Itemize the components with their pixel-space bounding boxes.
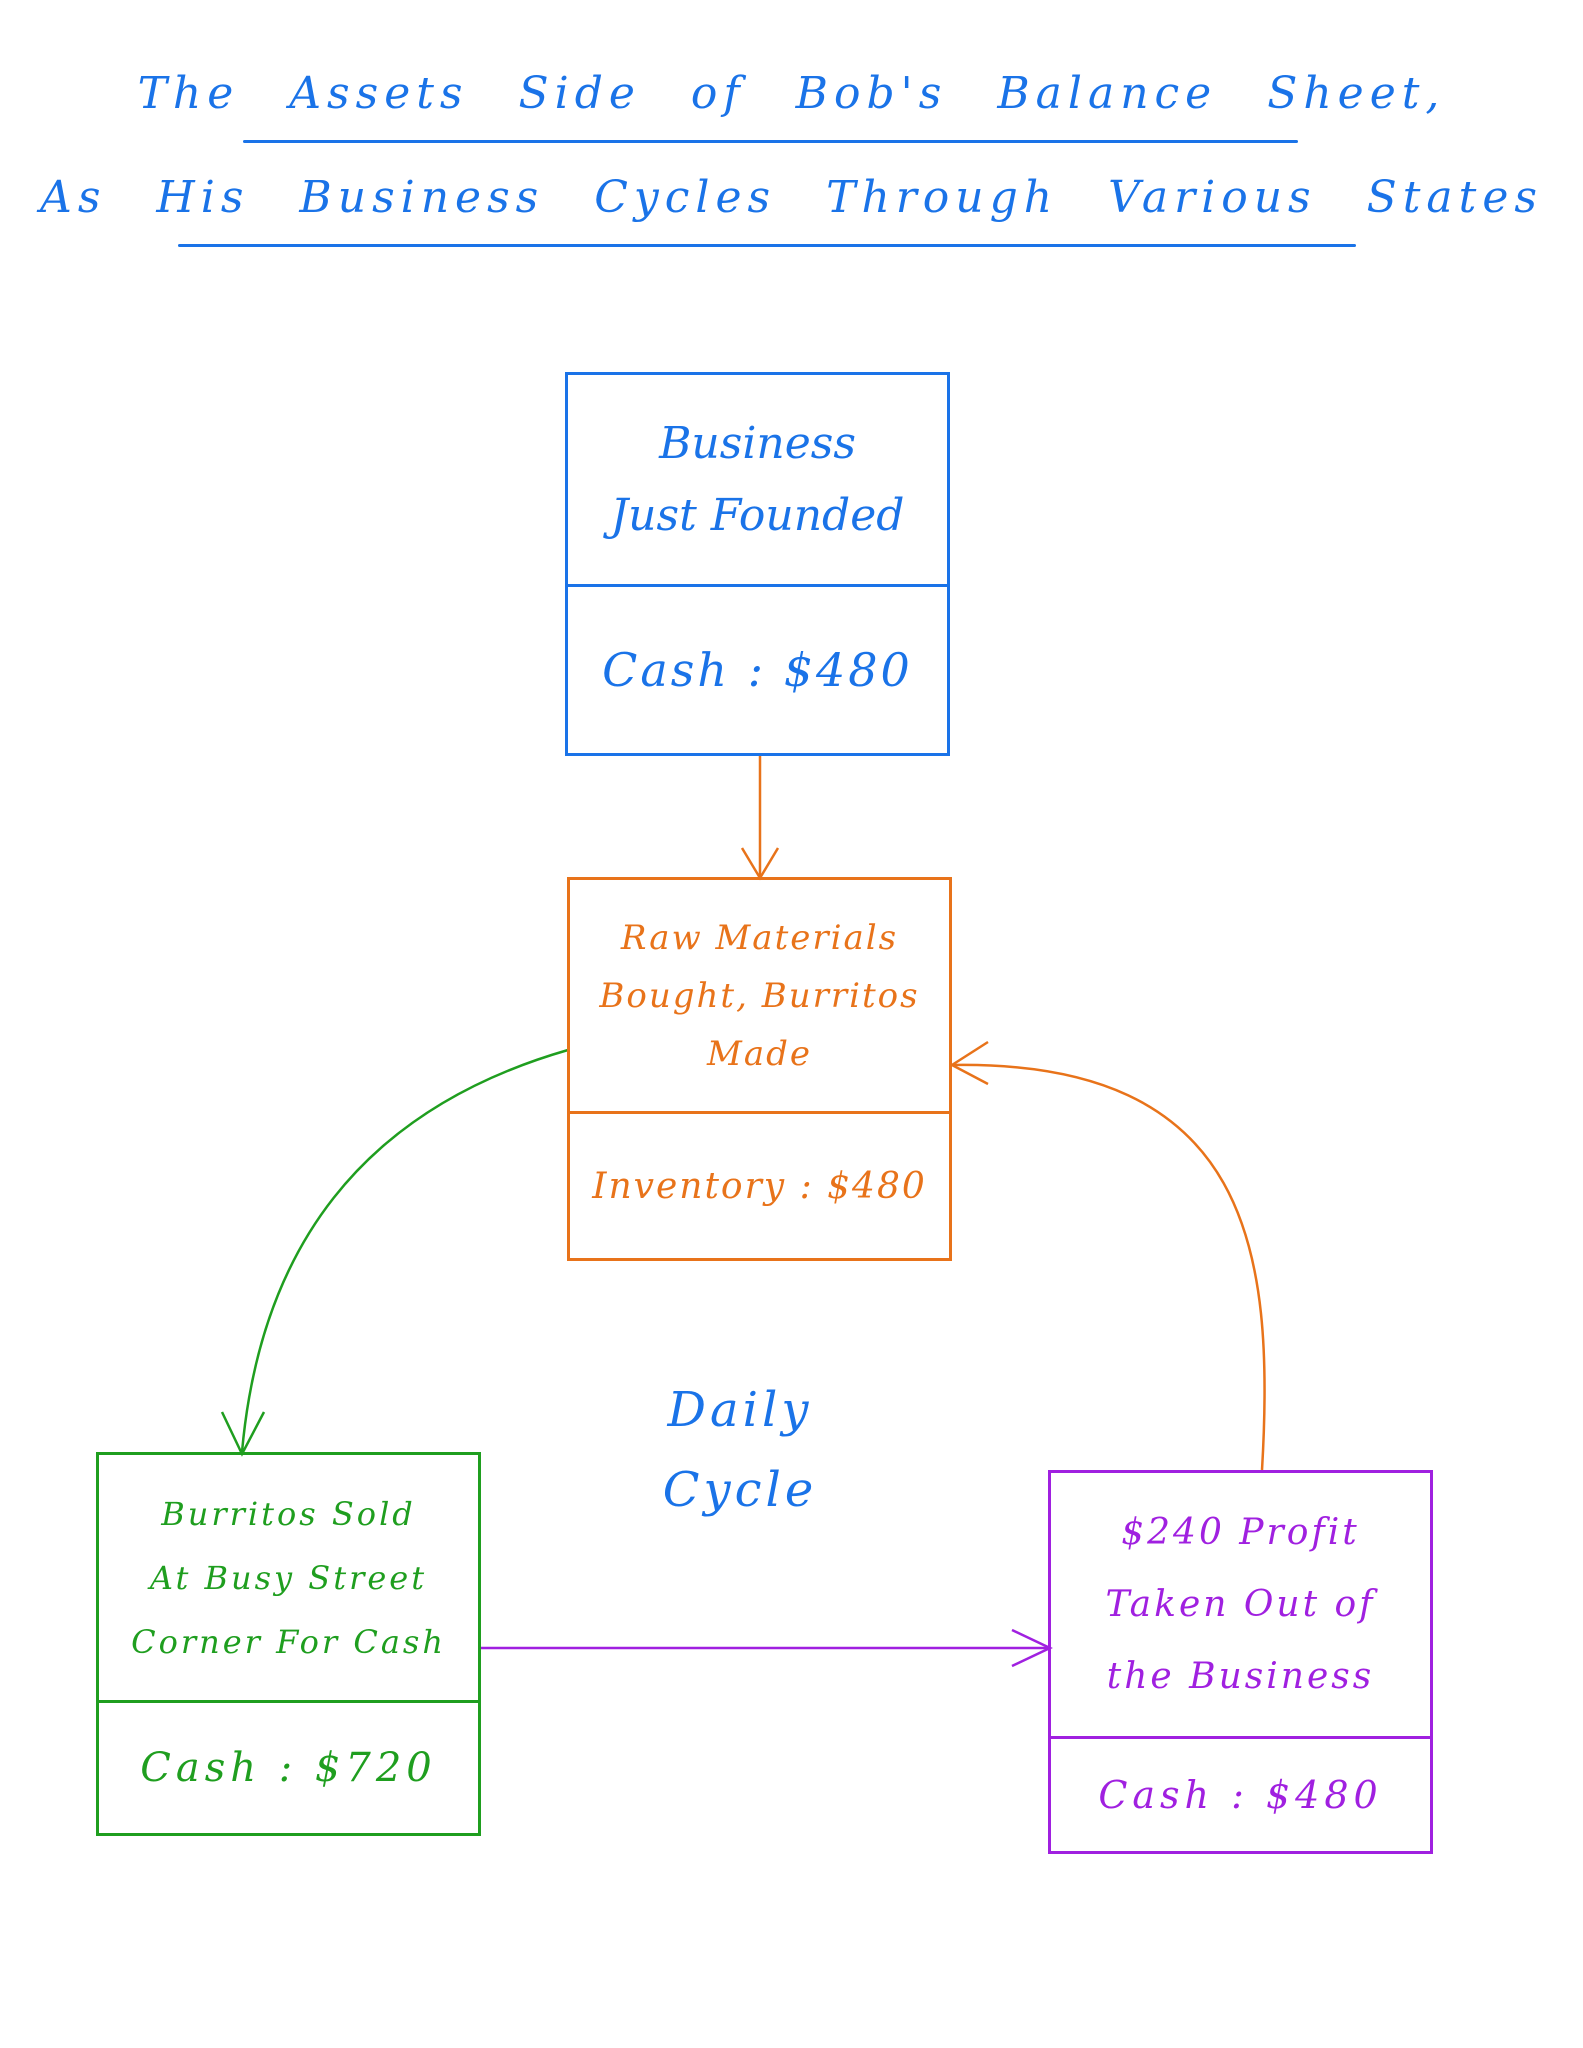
title-underline-2: [178, 244, 1356, 247]
heading-line: Raw Materials: [620, 917, 899, 958]
node-profit-taken-asset: Cash : $480: [1051, 1739, 1430, 1851]
edge-profit-to-inventory: [949, 1040, 1266, 1471]
asset-value: Cash : $480: [602, 643, 913, 697]
heading-line: the Business: [1106, 1655, 1375, 1697]
edge-founded-to-inventory: [740, 755, 780, 881]
node-inventory-asset: Inventory : $480: [570, 1114, 949, 1258]
asset-value: Cash : $720: [140, 1745, 437, 1791]
node-burritos-sold: Burritos Sold At Busy Street Corner For …: [96, 1452, 481, 1836]
edge-inventory-to-sold: [220, 1048, 569, 1457]
heading-line: Corner For Cash: [131, 1622, 446, 1661]
node-burritos-sold-asset: Cash : $720: [99, 1703, 478, 1833]
edge-sold-to-profit: [480, 1628, 1053, 1668]
heading-line: $240 Profit: [1121, 1511, 1360, 1553]
center-label-line: Daily: [667, 1382, 813, 1438]
node-profit-taken: $240 Profit Taken Out of the Business Ca…: [1048, 1470, 1433, 1854]
title-underline-1: [243, 140, 1298, 143]
node-business-founded-asset: Cash : $480: [568, 587, 947, 753]
node-burritos-sold-heading: Burritos Sold At Busy Street Corner For …: [99, 1455, 478, 1703]
heading-line: At Busy Street: [149, 1558, 428, 1597]
heading-line: Made: [707, 1033, 812, 1074]
daily-cycle-label: Daily Cycle: [620, 1370, 860, 1530]
heading-line: Bought, Burritos: [599, 975, 920, 1016]
node-inventory-heading: Raw Materials Bought, Burritos Made: [570, 880, 949, 1114]
heading-line: Taken Out of: [1105, 1583, 1376, 1625]
heading-line: Just Founded: [610, 489, 905, 541]
node-business-founded-heading: Business Just Founded: [568, 375, 947, 587]
title-line-1: The Assets Side of Bob's Balance Sheet,: [137, 68, 1446, 119]
asset-value: Cash : $480: [1098, 1773, 1383, 1817]
title-line-2: As His Business Cycles Through Various S…: [40, 172, 1543, 223]
node-profit-taken-heading: $240 Profit Taken Out of the Business: [1051, 1473, 1430, 1739]
center-label-line: Cycle: [662, 1462, 818, 1518]
node-inventory: Raw Materials Bought, Burritos Made Inve…: [567, 877, 952, 1261]
heading-line: Business: [659, 417, 856, 469]
node-business-founded: Business Just Founded Cash : $480: [565, 372, 950, 756]
asset-value: Inventory : $480: [592, 1165, 927, 1207]
heading-line: Burritos Sold: [161, 1494, 416, 1533]
